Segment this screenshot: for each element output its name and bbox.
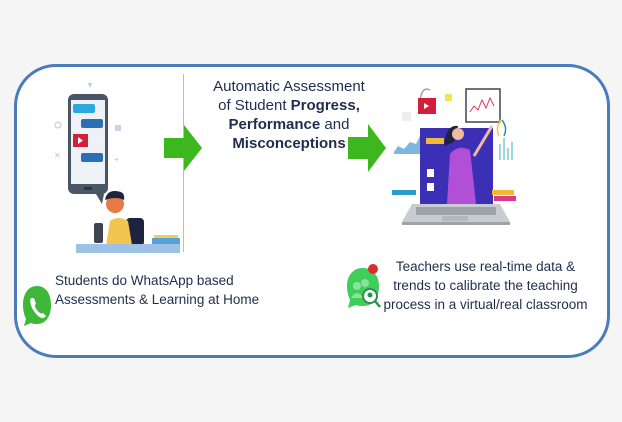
svg-text:✕: ✕: [54, 151, 61, 160]
vertical-divider: [183, 74, 184, 252]
teacher-laptop-illustration: [392, 88, 516, 225]
arrow-right-icon: [348, 124, 386, 172]
text-part-misconceptions: Misconceptions: [232, 135, 346, 152]
teacher-group-search-icon: [347, 264, 381, 308]
arrow-right-icon: [164, 125, 202, 171]
teachers-caption: Teachers use real-time data & trends to …: [383, 259, 588, 312]
text-part: Automatic Assessment of Student: [213, 78, 365, 114]
student-figure: [76, 191, 180, 253]
assessment-description: Automatic Assessment of Student Progress…: [205, 77, 373, 153]
text-part-performance: Performance: [228, 116, 321, 133]
svg-text:+: +: [114, 155, 119, 164]
student-with-phone-illustration: + ✕: [54, 83, 180, 253]
phone-icon: [68, 94, 108, 204]
text-part-progress: Progress,: [290, 97, 360, 114]
students-caption: Students do WhatsApp based Assessments &…: [55, 273, 260, 307]
whatsapp-icon: [23, 286, 51, 326]
text-part: and: [320, 116, 350, 133]
